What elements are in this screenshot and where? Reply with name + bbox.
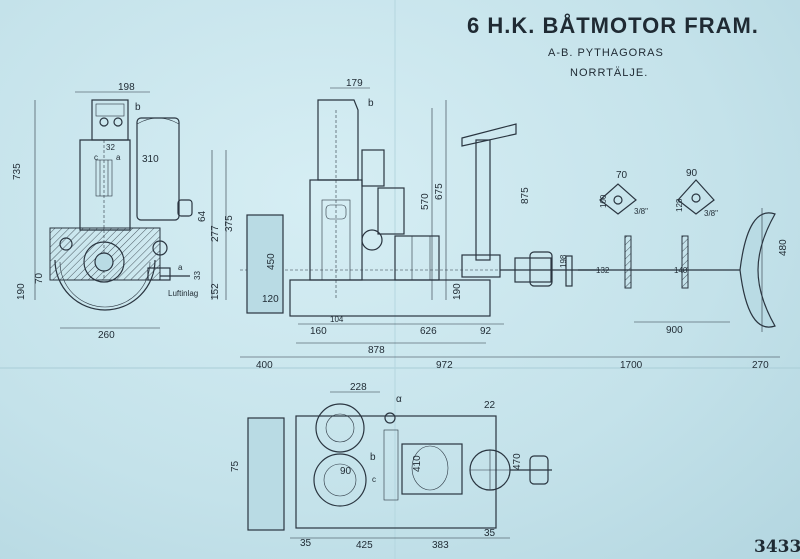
dim-626: 626 — [420, 326, 437, 337]
dim-152: 152 — [210, 283, 221, 300]
propeller — [739, 212, 776, 328]
dim-179: 179 — [346, 78, 363, 89]
dim-675: 675 — [434, 183, 445, 200]
dim-3-8-a: 3/8" — [634, 207, 648, 216]
dim-132: 132 — [596, 266, 610, 275]
dim-310: 310 — [142, 154, 159, 165]
plan-base — [295, 415, 497, 529]
dim-70: 70 — [34, 272, 45, 284]
stern-tube-bearing-2 — [681, 235, 689, 289]
side-view: b 179 450 120 570 675 190 875 104 160 62… — [240, 78, 780, 371]
cylinder-block — [79, 139, 131, 231]
dim-400: 400 — [256, 360, 273, 371]
label-alpha-plan: α — [396, 394, 402, 405]
dim-70-flange: 70 — [616, 170, 628, 181]
label-b-plan: b — [370, 452, 376, 463]
reverse-lever-column — [475, 139, 491, 261]
drawing-title: 6 H.K. BÅTMOTOR FRAM. — [467, 12, 759, 38]
shaft-propeller-view: 198 132 140 480 70 100 3/8" 90 128 3/8" … — [529, 168, 789, 371]
end-view: b c a a Luftinlag 198 735 310 32 64 277 … — [12, 82, 235, 341]
dim-228: 228 — [350, 382, 367, 393]
dim-270: 270 — [752, 360, 769, 371]
dim-104: 104 — [330, 315, 344, 324]
dim-90-plan: 90 — [340, 466, 352, 477]
dim-260: 260 — [98, 330, 115, 341]
label-c-end: c — [94, 153, 98, 162]
dim-570: 570 — [420, 193, 431, 210]
label-a-end: a — [116, 153, 121, 162]
dim-190-left: 190 — [16, 283, 27, 300]
dim-198: 198 — [118, 82, 135, 93]
label-luftinlag: Luftinlag — [168, 289, 198, 298]
company-name: A-B. PYTHAGORAS — [548, 47, 664, 59]
dim-140: 140 — [674, 266, 688, 275]
dim-410: 410 — [412, 455, 423, 472]
dim-383: 383 — [432, 540, 449, 551]
dim-75: 75 — [230, 460, 241, 472]
plan-cylinder-top — [315, 403, 365, 453]
fuel-tank — [136, 117, 180, 221]
dim-128: 128 — [675, 198, 684, 212]
plan-flywheel — [247, 417, 285, 531]
dim-35-a: 35 — [300, 538, 312, 549]
dim-22: 22 — [484, 400, 496, 411]
side-cylinder — [317, 99, 359, 181]
dim-277: 277 — [210, 225, 221, 242]
dim-32: 32 — [106, 143, 115, 152]
dim-900: 900 — [666, 325, 683, 336]
dim-425: 425 — [356, 540, 373, 551]
dim-972: 972 — [436, 360, 453, 371]
dim-470: 470 — [512, 453, 523, 470]
dim-375: 375 — [224, 215, 235, 232]
dim-35-b: 35 — [484, 528, 496, 539]
dim-450: 450 — [266, 253, 277, 270]
dim-190-mid: 190 — [452, 283, 463, 300]
dim-160: 160 — [310, 326, 327, 337]
company-location: NORRTÄLJE. — [570, 67, 648, 79]
dim-878: 878 — [368, 345, 385, 356]
base-plate — [289, 279, 491, 317]
label-a-end-2: a — [178, 263, 183, 272]
title-block: 6 H.K. BÅTMOTOR FRAM. A-B. PYTHAGORAS NO… — [467, 12, 759, 79]
dim-198-shaft: 198 — [559, 254, 568, 268]
dim-100: 100 — [599, 194, 608, 208]
plan-view: α b c 228 22 75 90 410 470 35 425 383 35 — [230, 382, 552, 551]
label-b-side: b — [368, 98, 374, 109]
label-c-plan: c — [372, 475, 376, 484]
dim-735: 735 — [12, 163, 23, 180]
dim-875: 875 — [520, 187, 531, 204]
plan-crankcase — [313, 453, 367, 507]
dim-64: 64 — [197, 210, 208, 222]
dim-90-flange: 90 — [686, 168, 698, 179]
side-flywheel — [246, 214, 284, 314]
dim-33: 33 — [193, 271, 202, 280]
sheet-number: 3433 — [754, 537, 800, 557]
stern-tube-bearing-1 — [624, 235, 632, 289]
flywheel — [54, 259, 156, 311]
dim-3-8-b: 3/8" — [704, 209, 718, 218]
dim-1700: 1700 — [620, 360, 643, 371]
dim-92: 92 — [480, 326, 492, 337]
dim-480: 480 — [778, 239, 789, 256]
cylinder-head — [91, 99, 129, 141]
dim-120: 120 — [262, 294, 279, 305]
label-b-end: b — [135, 102, 141, 113]
